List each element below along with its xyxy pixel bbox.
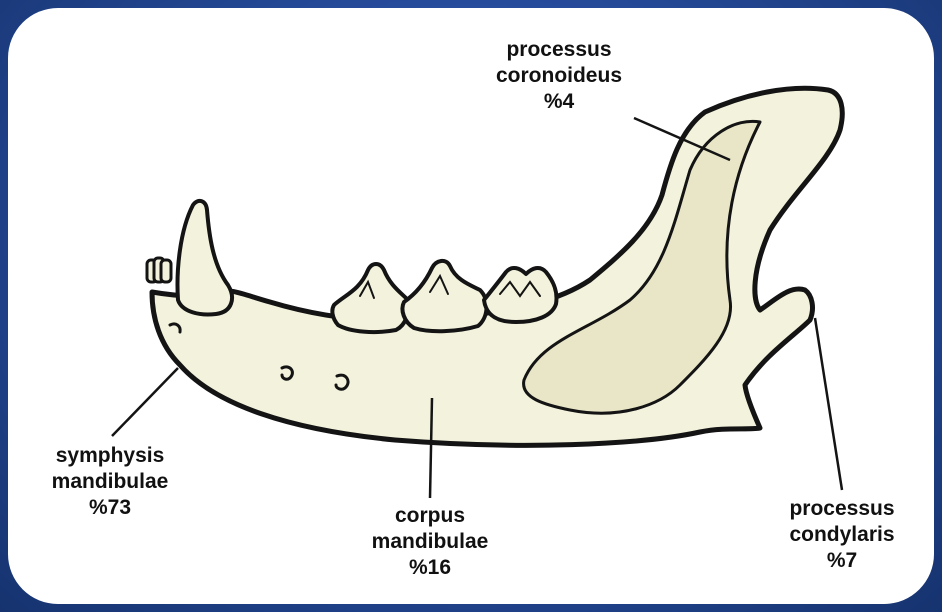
leader-line-condylar: [815, 318, 842, 490]
canine-tooth: [178, 201, 232, 315]
incisors: [147, 258, 171, 282]
label-corpus-line1: corpus: [330, 503, 530, 529]
premolar-tooth-2: [402, 261, 486, 331]
label-condylar-line2: condylaris: [742, 522, 942, 548]
label-corpus-line2: mandibulae: [330, 529, 530, 555]
label-condylar-value: %7: [742, 548, 942, 574]
leader-line-symphysis: [112, 368, 178, 436]
label-symphysis-mandibulae: symphysis mandibulae %73: [10, 443, 210, 521]
premolar-tooth-1: [332, 264, 408, 332]
label-processus-coronoideus: processus coronoideus %4: [454, 37, 664, 115]
label-condylar-line1: processus: [742, 496, 942, 522]
label-processus-condylaris: processus condylaris %7: [742, 496, 942, 574]
label-corpus-value: %16: [330, 555, 530, 581]
label-coronoid-line2: coronoideus: [454, 63, 664, 89]
label-coronoid-value: %4: [454, 89, 664, 115]
label-corpus-mandibulae: corpus mandibulae %16: [330, 503, 530, 581]
label-symphysis-line1: symphysis: [10, 443, 210, 469]
label-symphysis-line2: mandibulae: [10, 469, 210, 495]
label-coronoid-line1: processus: [454, 37, 664, 63]
label-symphysis-value: %73: [10, 495, 210, 521]
